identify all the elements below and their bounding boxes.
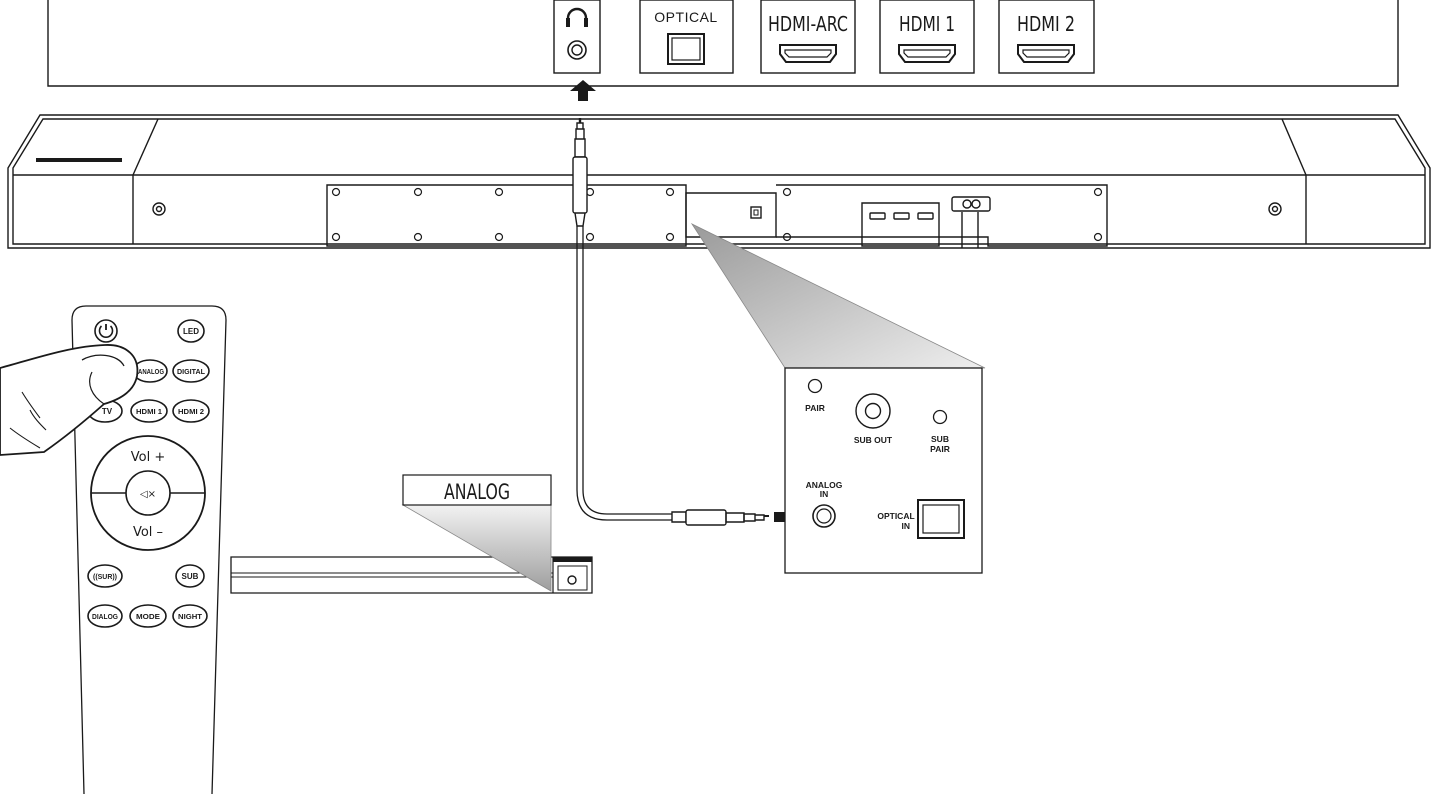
remote-mode-button[interactable] — [129, 604, 167, 628]
sub-out-label: SUB OUT — [854, 435, 893, 445]
tv-port-hdmi1: HDMI 1 — [879, 0, 975, 74]
remote-sub-label: SUB — [182, 572, 199, 581]
optical-in-label-line2: IN — [902, 521, 911, 531]
remote-control — [71, 305, 227, 794]
sub-pair-label-line1: SUB — [931, 434, 949, 444]
remote-analog-label: ANALOG — [138, 369, 164, 376]
remote-digital-label: DIGITAL — [177, 369, 206, 376]
remote-vol-minus-label: Vol – — [133, 525, 163, 540]
remote-dialog-label: DIALOG — [92, 614, 119, 621]
pair-label: PAIR — [805, 403, 825, 413]
analog-in-label-line1: ANALOG — [806, 480, 843, 490]
remote-vol-plus-label: Vol + — [131, 450, 165, 465]
tv-port-hdmi-arc-label: HDMI-ARC — [768, 12, 848, 36]
remote-sur-button[interactable] — [87, 564, 123, 588]
remote-hdmi2-label: HDMI 2 — [178, 409, 204, 416]
remote-hdmi2-button[interactable] — [172, 399, 210, 423]
tv-port-optical-label: OPTICAL — [654, 9, 717, 25]
remote-led-label: LED — [183, 327, 199, 336]
soundbar-front-view — [230, 556, 593, 594]
remote-sur-label: ((SUR)) — [93, 574, 117, 581]
tv-port-headphone — [553, 0, 601, 74]
remote-digital-button[interactable] — [172, 359, 210, 383]
remote-power-button[interactable] — [94, 319, 118, 343]
tv-port-hdmi1-label: HDMI 1 — [899, 12, 955, 36]
tv-port-optical: OPTICAL — [639, 0, 734, 74]
remote-night-button[interactable] — [172, 604, 208, 628]
optical-port-icon — [667, 33, 705, 65]
hdmi-port-icon — [779, 44, 837, 63]
up-arrow-icon — [570, 80, 596, 101]
display-readout-text: ANALOG — [444, 480, 510, 504]
tv-port-hdmi2: HDMI 2 — [998, 0, 1095, 74]
soundbar — [7, 114, 1431, 249]
hdmi-port-icon — [1017, 44, 1075, 63]
aux-cable — [572, 118, 769, 526]
remote-dialog-button[interactable] — [87, 604, 123, 628]
remote-hdmi1-label: HDMI 1 — [136, 409, 162, 416]
tv-port-hdmi-arc: HDMI-ARC — [760, 0, 856, 74]
hand-finger-icon — [0, 344, 139, 456]
remote-led-button[interactable] — [177, 319, 205, 343]
connection-panel-zoom — [784, 367, 983, 574]
remote-hdmi1-button[interactable] — [130, 399, 168, 423]
sub-pair-label-line2: PAIR — [930, 444, 950, 454]
analog-in-label-line2: IN — [820, 489, 829, 499]
mute-icon: ◁× — [140, 489, 156, 500]
optical-in-label-line1: OPTICAL — [877, 511, 914, 521]
tv-port-hdmi2-label: HDMI 2 — [1017, 12, 1075, 36]
display-readout: ANALOG — [402, 474, 552, 506]
remote-night-label: NIGHT — [178, 614, 203, 621]
hdmi-port-icon — [898, 44, 956, 63]
tv-back-panel — [47, 0, 1399, 87]
remote-mode-label: MODE — [136, 614, 160, 621]
remote-sub-button[interactable] — [175, 564, 205, 588]
remote-tv-label: TV — [102, 407, 113, 416]
remote-volume-wheel[interactable] — [90, 435, 206, 551]
headphone-icon — [566, 7, 588, 27]
